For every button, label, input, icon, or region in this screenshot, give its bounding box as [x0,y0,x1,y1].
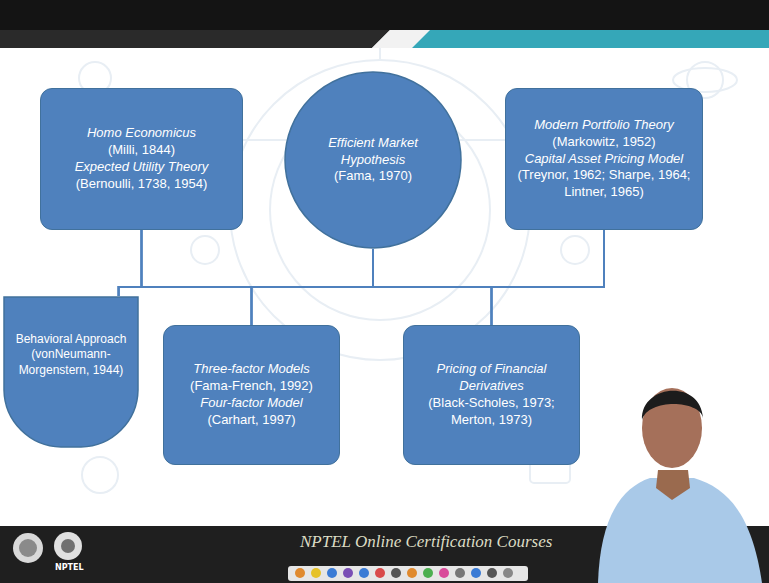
node-citation: (Markowitz, 1952) [516,134,692,151]
presenter-hair [642,391,703,420]
theory-box: Modern Portfolio Theory(Markowitz, 1952)… [505,88,703,230]
node-citation: (Carhart, 1997) [174,412,330,429]
model-box: Three-factor Models(Fama-French, 1992)Fo… [163,325,340,465]
footer-caption: NPTEL Online Certification Courses [300,532,552,552]
node-heading: Four-factor Model [174,395,330,412]
toolbar-icon [487,568,497,578]
tree-connector [142,230,252,325]
tree-connector [492,230,605,325]
faint-gear [561,236,589,264]
toolbar-icon [311,568,321,578]
presenter-neck [656,470,690,500]
node-citation: (vonNeumann-Morgenstern, 1944) [15,347,127,378]
toolbar-icon [391,568,401,578]
presenter-face [642,388,702,468]
node-content: Homo Economicus(Milli, 1844)Expected Uti… [52,125,232,193]
approach-shape: Behavioral Approach(vonNeumann-Morgenste… [3,296,139,448]
tree-connector [252,230,605,325]
toolbar-icon [327,568,337,578]
node-heading: Homo Economicus [52,125,232,142]
header-strip [0,30,390,48]
node-citation: (Black-Scholes, 1973; Merton, 1973) [414,395,570,429]
node-citation: (Milli, 1844) [52,142,232,159]
toolbar-icon [471,568,481,578]
node-content: Efficient Market Hypothesis(Fama, 1970) [312,135,434,186]
node-heading: Expected Utility Theory [52,159,232,176]
logo-text: NPTEL [55,563,84,572]
node-heading: Three-factor Models [174,361,330,378]
toolbar-icon [407,568,417,578]
node-citation: Behavioral Approach [15,332,127,348]
institute-logo [19,539,37,557]
node-heading: Efficient Market Hypothesis [312,135,434,169]
rounded-fill [4,297,138,447]
node-content: Pricing of Financial Derivatives(Black-S… [414,361,570,429]
toolbar-icon [295,568,305,578]
presenter [598,388,762,583]
header-band [0,0,769,48]
faint-gear [191,236,219,264]
node-citation: (Fama, 1970) [312,168,434,185]
node-citation: (Fama-French, 1992) [174,378,330,395]
tree-connector [142,230,492,325]
node-content: Modern Portfolio Theory(Markowitz, 1952)… [516,117,692,201]
theory-box: Homo Economicus(Milli, 1844)Expected Uti… [40,88,243,230]
toolbar-icon [375,568,385,578]
faint-gear [82,457,118,493]
nptel-logo [61,539,75,553]
node-content: Three-factor Models(Fama-French, 1992)Fo… [174,361,330,429]
node-citation: (Treynor, 1962; Sharpe, 1964; Lintner, 1… [516,167,692,201]
faint-ring [230,60,530,360]
node-heading: Modern Portfolio Theory [516,117,692,134]
toolbar-icon [423,568,433,578]
header-dark [0,0,769,30]
node-heading: Capital Asset Pricing Model [516,151,692,168]
institute-logo [13,533,43,563]
header-teal [412,30,769,48]
derivatives-box: Pricing of Financial Derivatives(Black-S… [403,325,580,465]
annotation-toolbar [288,566,528,581]
nptel-logo [54,532,82,560]
node-heading: Pricing of Financial Derivatives [414,361,570,395]
toolbar-icon [455,568,465,578]
toolbar-icon [439,568,449,578]
toolbar-icon [359,568,369,578]
circle-fill [285,72,461,248]
node-citation: (Bernoulli, 1738, 1954) [52,176,232,193]
toolbar-icon [503,568,513,578]
node-content: Behavioral Approach(vonNeumann-Morgenste… [15,332,127,413]
toolbar-icon [343,568,353,578]
tree-connector [119,249,373,296]
hypothesis-circle: Efficient Market Hypothesis(Fama, 1970) [284,71,462,249]
